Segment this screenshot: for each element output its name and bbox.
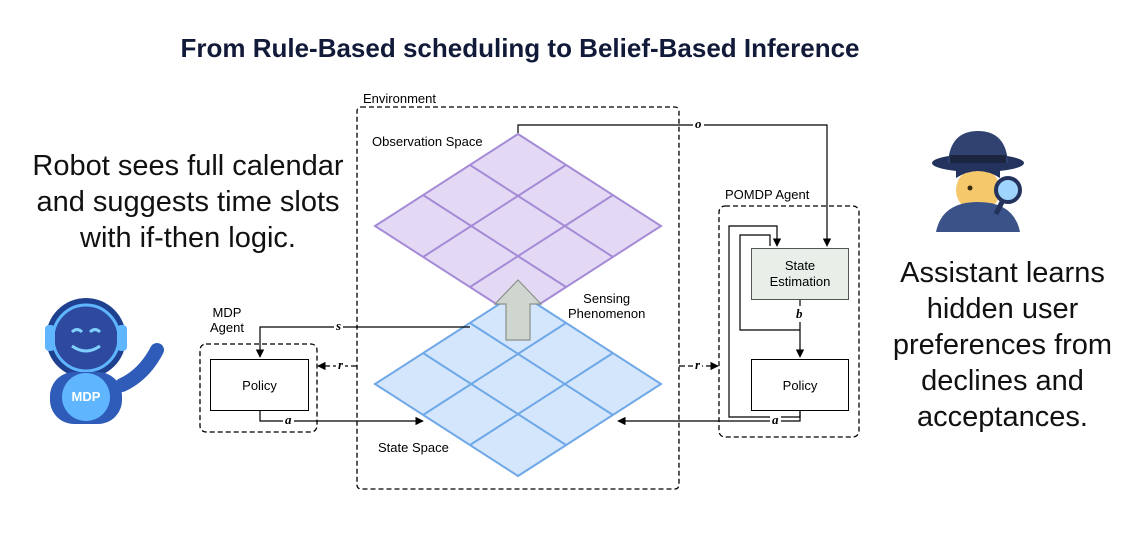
- mdp-agent-label: MDP Agent: [210, 305, 244, 335]
- environment-boundary: [356, 106, 680, 490]
- action-left-symbol: a: [283, 412, 294, 428]
- mdp-description-line-1: Robot sees full calendar: [32, 150, 344, 182]
- state-space-grid: [373, 290, 663, 478]
- sensing-phenomenon-label: Sensing Phenomenon: [568, 291, 645, 321]
- belief-symbol: b: [794, 306, 805, 322]
- pomdp-description-line-1: Assistant learns: [900, 257, 1105, 289]
- belief-feedback-loop: [739, 234, 800, 331]
- state-estimation-line-2: Estimation: [769, 274, 831, 289]
- pomdp-description-line-2: hidden user: [926, 293, 1079, 325]
- mdp-policy-box: Policy: [210, 359, 309, 411]
- state-estimation-line-1: State: [784, 258, 816, 273]
- pomdp-description-line-4: declines and: [921, 365, 1084, 397]
- observation-space-grid: [373, 132, 663, 320]
- action-right-symbol: a: [770, 412, 781, 428]
- pomdp-description: Assistant learns hidden user preferences…: [890, 255, 1115, 435]
- pomdp-description-line-3: preferences from: [892, 329, 1113, 361]
- mdp-agent-boundary: [199, 343, 318, 433]
- pomdp-policy-box: Policy: [751, 359, 849, 411]
- observation-symbol: o: [693, 116, 704, 132]
- sensing-label-line-1: Sensing: [583, 291, 631, 306]
- mdp-description-line-3: with if-then logic.: [80, 222, 296, 254]
- reward-left-symbol: r: [336, 357, 346, 373]
- sensing-label-line-2: Phenomenon: [568, 306, 646, 321]
- state-symbol: s: [334, 318, 344, 334]
- pomdp-agent-boundary: [718, 205, 860, 438]
- pomdp-description-line-5: acceptances.: [917, 401, 1088, 433]
- observation-flow-line: [517, 124, 832, 247]
- mdp-agent-label-line-2: Agent: [210, 320, 244, 335]
- mdp-description: Robot sees full calendar and suggests ti…: [28, 148, 348, 256]
- pomdp-agent-label: POMDP Agent: [725, 187, 810, 202]
- action-left-line: [259, 411, 424, 426]
- environment-label: Environment: [363, 91, 436, 106]
- robot-illustration: [45, 298, 164, 424]
- mdp-agent-label-line-1: MDP: [212, 305, 242, 320]
- diagram-title: From Rule-Based scheduling to Belief-Bas…: [180, 33, 860, 63]
- mdp-description-line-2: and suggests time slots: [36, 186, 340, 218]
- state-estimation-box: State Estimation: [751, 248, 849, 300]
- detective-illustration: [932, 131, 1024, 232]
- reward-right-symbol: r: [693, 357, 703, 373]
- state-flow-line: [255, 326, 470, 358]
- robot-badge-label: MDP: [71, 389, 101, 404]
- sensing-arrow: [493, 279, 543, 341]
- state-space-label: State Space: [378, 440, 449, 455]
- observation-space-label: Observation Space: [372, 134, 483, 149]
- action-feedback-loop: [728, 225, 801, 418]
